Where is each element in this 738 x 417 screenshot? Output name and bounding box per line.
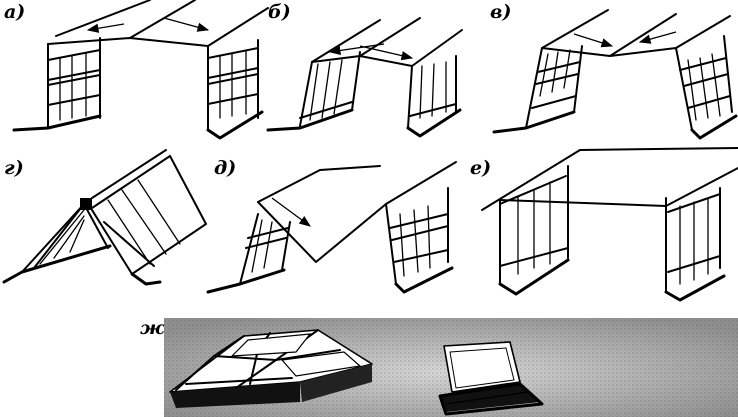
sketch-a-arrow-left — [86, 23, 125, 33]
sketch-b: б) — [266, 1, 463, 138]
sketch-g-left-slope — [21, 203, 85, 273]
sketch-g-ridge-block — [80, 198, 92, 210]
sketch-a-ridge — [55, 0, 151, 37]
label-d: д) — [214, 157, 236, 179]
sketch-v-left-wall — [525, 47, 543, 129]
photo-skylight-hatch — [438, 341, 544, 416]
sketch-b-arrow-left — [328, 43, 385, 56]
label-e: е) — [470, 157, 491, 179]
label-b: б) — [268, 1, 291, 23]
sketch-e-roof-slope — [499, 199, 667, 207]
sketch-b-arrow-right — [359, 45, 414, 61]
sketch-a: а) — [4, 0, 269, 140]
label-v: в) — [490, 1, 511, 23]
sketch-zh: ж) — [140, 317, 738, 417]
sketch-b-left-wall — [299, 61, 313, 127]
sketch-d: д) — [206, 157, 457, 294]
sketch-e: е) — [470, 147, 738, 302]
sketch-d-right-wall — [385, 203, 397, 285]
sketch-v-right-wall — [675, 47, 693, 131]
sketch-b-right-wall — [407, 65, 413, 129]
label-g: г) — [4, 157, 24, 179]
sketch-d-arrow — [271, 197, 311, 227]
sketch-a-arrow-right — [163, 17, 210, 32]
label-a: а) — [4, 1, 25, 23]
sketch-v-arrow-right — [573, 33, 614, 48]
sketch-v: в) — [490, 1, 738, 140]
sketch-g-right-slope — [131, 223, 207, 275]
photo-skylight-ridged — [169, 329, 373, 408]
sketch-v-arrow-left — [638, 31, 677, 44]
sketch-d-left-wall — [239, 213, 259, 285]
sketch-g: г) — [2, 149, 207, 286]
sketch-d-valley — [257, 201, 387, 263]
sketch-e-top-edge — [481, 149, 581, 211]
